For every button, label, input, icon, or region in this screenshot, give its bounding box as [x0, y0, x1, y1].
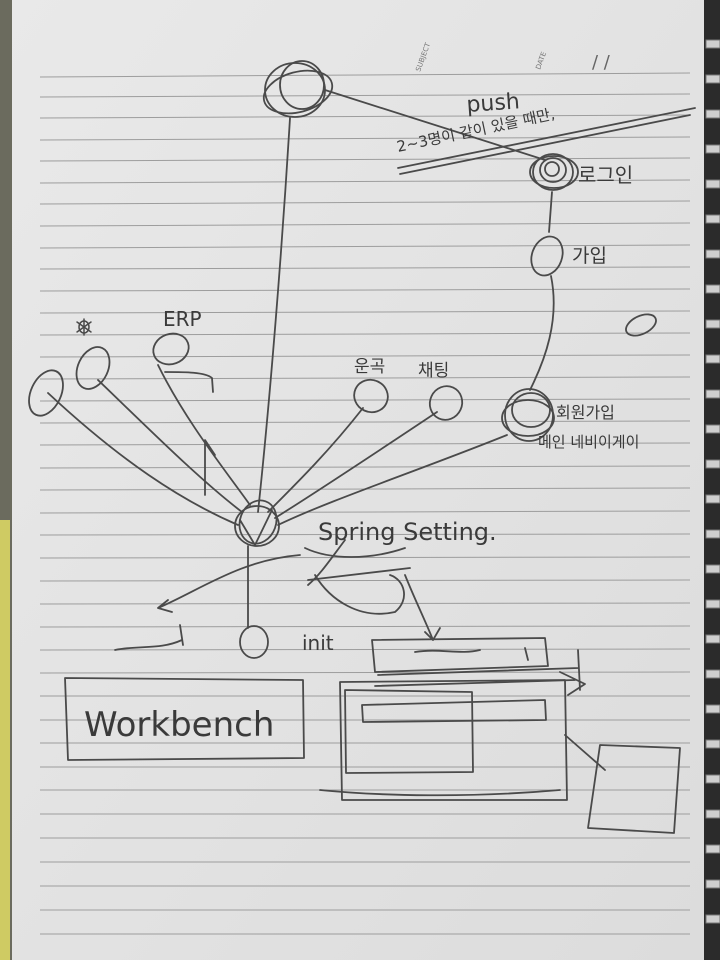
edge-hub-group [267, 407, 364, 513]
label-push: push [466, 89, 521, 118]
erp-tail [164, 371, 214, 393]
group-node [353, 378, 389, 414]
erp-node [152, 332, 190, 366]
init-node [239, 625, 269, 659]
label-workbench: Workbench [84, 705, 274, 745]
edge-hub-chatting [274, 411, 438, 519]
curve-arrow-left [157, 554, 301, 613]
label-spring-setting: Spring Setting. [318, 518, 497, 546]
label-signup: 가입 [572, 245, 607, 267]
edge-login-signup [548, 191, 553, 233]
pointer-line [564, 734, 606, 771]
edge-hub-member [277, 434, 508, 526]
flow-box-top [371, 637, 549, 673]
ruled-lines [39, 72, 691, 935]
left-node-1 [28, 369, 64, 417]
label-main-navigation: 메인 네비이게이 [538, 433, 639, 451]
paper-sheet [12, 0, 704, 960]
label-init: init [302, 631, 334, 655]
workbench-box [64, 677, 305, 761]
scribble-left [114, 624, 184, 651]
side-box [587, 744, 681, 834]
edge-root-hub [257, 117, 291, 513]
spiral-binding [705, 39, 720, 924]
member-signup-node [501, 388, 555, 442]
login-node [529, 153, 579, 191]
screen-top-strip [377, 649, 581, 691]
label-member-signup: 회원가입 [556, 403, 615, 422]
label-group: 운곡 [354, 357, 385, 377]
curve-arrow-mid [307, 539, 346, 586]
screen-inner-2 [361, 699, 547, 723]
label-chatting: 채팅 [418, 361, 449, 381]
edge-hub-node2 [97, 379, 243, 513]
spring-scribble [304, 547, 411, 615]
arrow-up-mark [204, 439, 216, 496]
label-login: 로그인 [578, 163, 633, 187]
left-node-2 [75, 346, 111, 390]
strike-lines [397, 107, 696, 175]
signup-node [530, 235, 564, 277]
screen-inner [344, 689, 474, 774]
screen-shadow [319, 789, 561, 797]
edge-root-login [324, 89, 546, 161]
bug-icon [76, 318, 92, 336]
header-date-marks: / / [592, 52, 611, 73]
edge-signup-member [529, 275, 555, 391]
flow-box-scribble [414, 647, 529, 661]
label-erp: ERP [163, 307, 202, 331]
edge-hub-node1 [47, 392, 239, 526]
chatting-node [428, 385, 464, 421]
screen-outer [339, 679, 568, 801]
stray-ellipse [625, 313, 657, 337]
hub-node [234, 499, 280, 547]
binding-edge [0, 520, 10, 960]
